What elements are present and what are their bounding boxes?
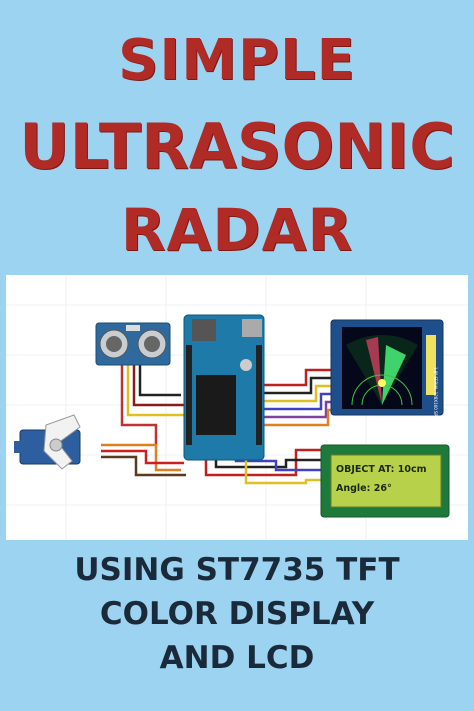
subtitle-line-3: AND LCD — [159, 640, 315, 676]
lcd-module: OBJECT AT: 10cm Angle: 26° — [320, 444, 450, 518]
subtitle-line-1: USING ST7735 TFT — [74, 552, 400, 588]
wires — [101, 365, 331, 485]
tft-display: 1.8" SERIAL 128X160 SPI TFT LCD — [330, 319, 444, 435]
lcd-line-2: Angle: 26° — [336, 483, 392, 494]
ultrasonic-sensor — [95, 322, 171, 366]
title-line-1: SIMPLE — [118, 28, 356, 93]
title-line-2: ULTRASONIC — [19, 110, 455, 183]
tft-label: 1.8" SERIAL 128X160 SPI TFT LCD — [433, 367, 438, 435]
circuit-diagram: 1.8" SERIAL 128X160 SPI TFT LCD OBJECT A… — [6, 275, 468, 540]
lcd-line-1: OBJECT AT: 10cm — [336, 464, 427, 475]
servo-motor — [14, 414, 81, 470]
subtitle-line-2: COLOR DISPLAY — [99, 596, 375, 632]
circuit-diagram-svg: 1.8" SERIAL 128X160 SPI TFT LCD OBJECT A… — [6, 275, 468, 540]
title-line-3: RADAR — [120, 196, 354, 264]
arduino-board — [183, 314, 265, 461]
